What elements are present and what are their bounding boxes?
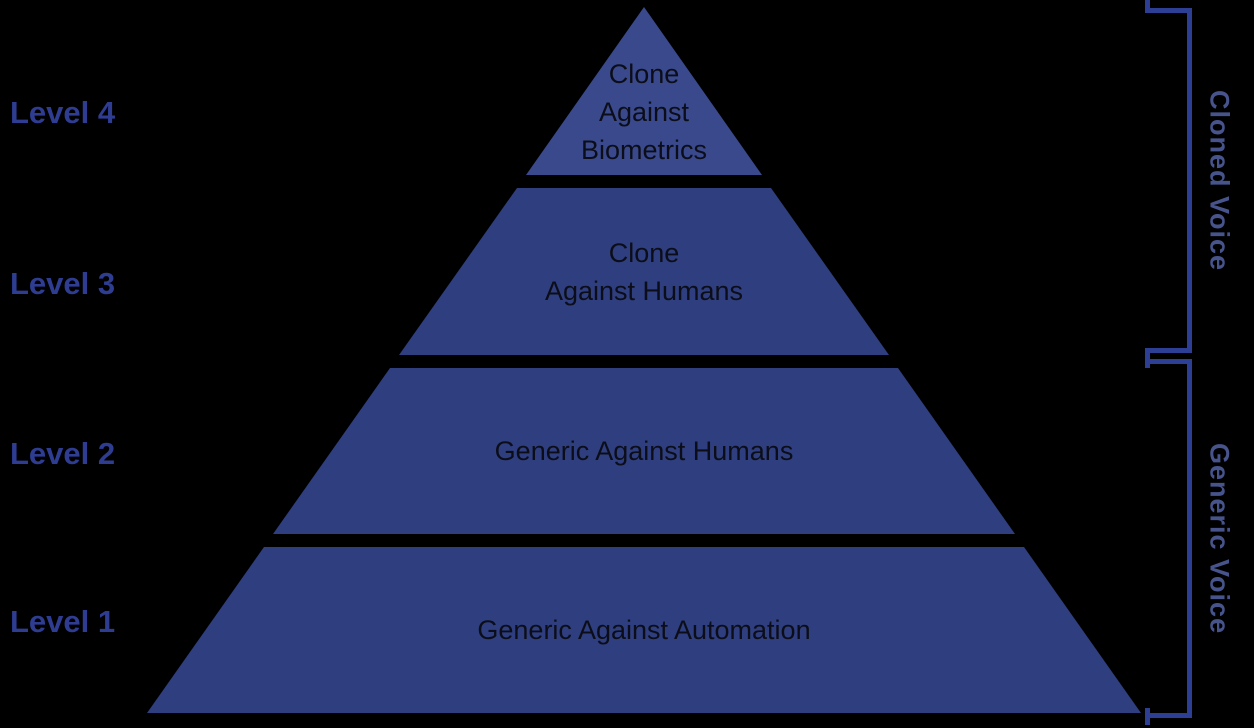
bracket-end-cap <box>1145 348 1150 361</box>
level-2-text-line: Generic Against Humans <box>494 436 794 466</box>
pyramid-level-1-generic-against-automation: Generic Against Automation <box>147 547 1141 713</box>
level-3-text-line: Against Humans <box>544 275 744 306</box>
level-3-text-line: Clone <box>608 237 680 268</box>
pyramid-level-3-clone-against-humans: Clone Against Humans <box>399 188 889 355</box>
level-4-text-line: Clone <box>608 59 680 89</box>
bracket-end-cap <box>1145 0 1150 13</box>
level-4-text-line: Against <box>598 97 690 127</box>
side-label-level-4: Level 4 <box>10 95 116 130</box>
bracket-generic-voice <box>1145 359 1192 718</box>
side-label-level-2: Level 2 <box>10 436 116 471</box>
side-label-level-3: Level 3 <box>10 266 116 301</box>
pyramid-level-2-generic-against-humans: Generic Against Humans <box>273 368 1015 534</box>
level-4-text-line: Biometrics <box>580 135 708 165</box>
pyramid-level-4-clone-against-biometrics: Clone Against Biometrics <box>526 7 762 175</box>
bracket-label-generic-voice: Generic Voice <box>1204 442 1235 635</box>
level-1-text-line: Generic Against Automation <box>477 615 811 645</box>
bracket-end-cap <box>1145 708 1150 725</box>
side-label-level-1: Level 1 <box>10 604 116 639</box>
bracket-cloned-voice <box>1145 8 1192 353</box>
bracket-label-cloned-voice: Cloned Voice <box>1204 89 1235 272</box>
bracket-end-cap <box>1145 355 1150 368</box>
